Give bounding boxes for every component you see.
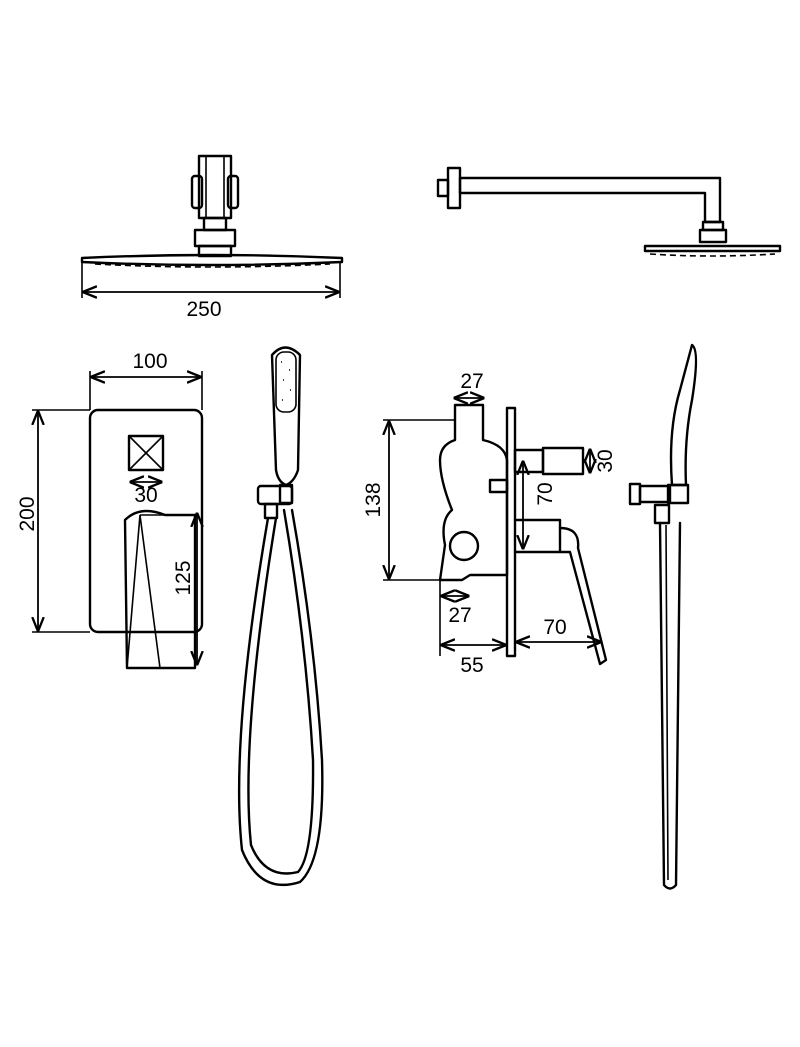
dimension-label: 70 xyxy=(534,482,557,505)
dimension-200: 200 xyxy=(16,409,90,633)
dimension-label: 200 xyxy=(16,496,39,531)
dimension-side-70-vertical: 70 xyxy=(523,462,557,548)
dimension-label: 55 xyxy=(460,654,483,677)
dimension-100: 100 xyxy=(89,350,203,410)
dimension-side-30: 30 xyxy=(590,449,617,472)
rain-shower-head-front xyxy=(80,154,344,268)
dimension-label: 100 xyxy=(132,350,167,373)
dimension-55: 55 xyxy=(442,645,505,677)
rain-shower-arm-side xyxy=(436,166,782,257)
dimension-label: 138 xyxy=(362,482,385,517)
dimension-label: 30 xyxy=(594,449,617,472)
dimension-side-27-top: 27 xyxy=(455,370,484,398)
hand-shower-side-view xyxy=(628,343,698,890)
dimension-side-70-horizontal: 70 xyxy=(517,616,600,642)
dimension-label: 27 xyxy=(460,370,483,393)
valve-side-view xyxy=(438,403,608,666)
hand-shower-with-hose xyxy=(237,346,324,887)
valve-plate-front: 30 xyxy=(88,408,204,670)
dimension-side-27-bottom: 27 xyxy=(439,580,472,656)
dimension-label: 125 xyxy=(172,560,195,595)
dimension-label: 250 xyxy=(186,298,221,321)
dimension-250: 250 xyxy=(81,262,341,321)
dimension-label: 70 xyxy=(543,616,566,639)
dimension-label: 27 xyxy=(448,604,471,627)
dimension-label: 30 xyxy=(134,484,157,507)
dimension-138: 138 xyxy=(362,419,455,581)
dimension-125: 125 xyxy=(172,514,197,664)
